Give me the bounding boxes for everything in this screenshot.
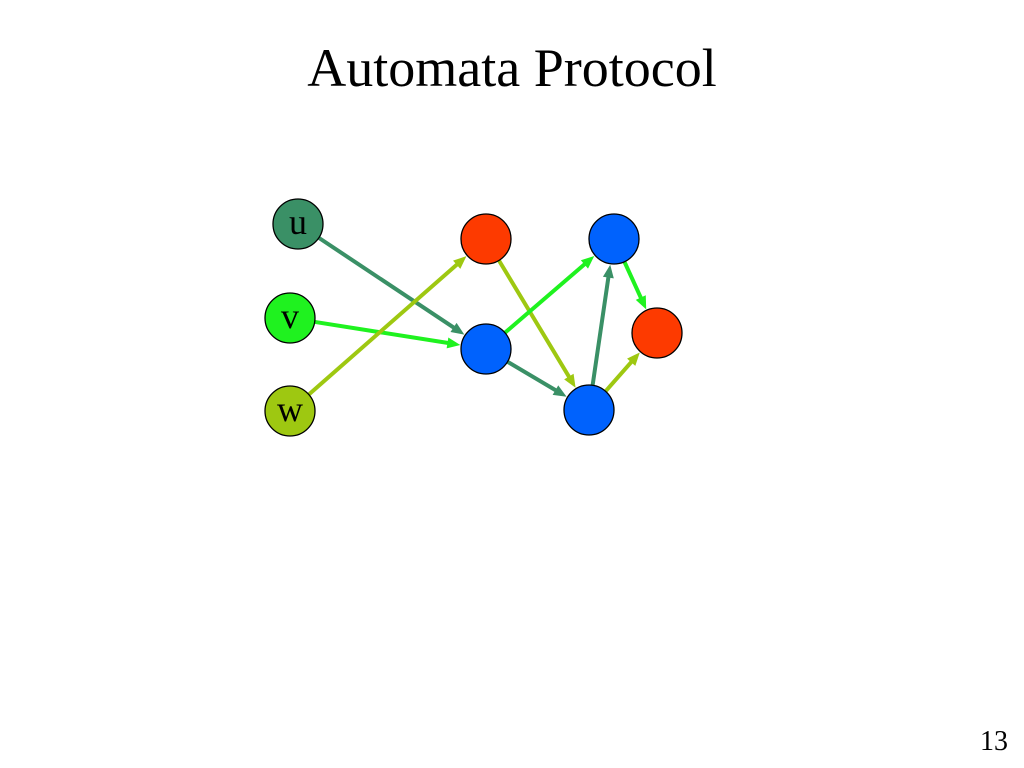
edge-line	[497, 259, 571, 379]
node-r1	[460, 213, 512, 265]
node-b3	[563, 384, 615, 436]
edge-b2-r2	[622, 260, 647, 310]
node-w: w	[264, 385, 316, 437]
slide-title: Automata Protocol	[307, 38, 717, 98]
nodes-layer: u v w	[264, 198, 683, 437]
node-v: v	[264, 292, 316, 344]
edge-line	[506, 360, 558, 393]
edge-arrowhead	[580, 255, 595, 269]
edge-r1-b3	[497, 259, 576, 388]
edge-arrowhead	[453, 256, 467, 269]
page-number: 13	[980, 726, 1008, 757]
node-circle	[460, 213, 512, 265]
node-circle	[272, 198, 324, 250]
edge-arrowhead	[602, 264, 614, 279]
node-label: v	[281, 296, 299, 336]
node-circle	[264, 385, 316, 437]
edge-arrowhead	[446, 337, 461, 349]
edge-arrowhead	[627, 352, 640, 366]
edge-line	[503, 262, 587, 335]
edge-arrowhead	[564, 373, 576, 388]
edge-arrowhead	[635, 295, 647, 310]
edge-u-b1	[317, 236, 465, 335]
edges-layer	[307, 236, 647, 397]
node-circle	[460, 323, 512, 375]
edge-line	[590, 275, 611, 387]
edge-b1-b2	[503, 255, 595, 335]
node-label: u	[289, 202, 307, 242]
node-circle	[588, 213, 640, 265]
node-u: u	[272, 198, 324, 250]
node-circle	[264, 292, 316, 344]
edge-line	[604, 360, 634, 393]
edge-line	[317, 236, 456, 330]
edge-b3-r2	[604, 352, 640, 393]
edge-line	[622, 260, 643, 300]
edge-line	[307, 262, 459, 396]
node-b1	[460, 323, 512, 375]
edge-w-r1	[307, 256, 467, 396]
node-circle	[631, 307, 683, 359]
node-b2	[588, 213, 640, 265]
node-r2	[631, 307, 683, 359]
edge-arrowhead	[450, 322, 465, 335]
edge-b1-b3	[506, 360, 567, 397]
edge-arrowhead	[552, 385, 567, 397]
node-circle	[563, 384, 615, 436]
edge-b3-b2	[590, 264, 614, 387]
node-label: w	[277, 389, 303, 429]
